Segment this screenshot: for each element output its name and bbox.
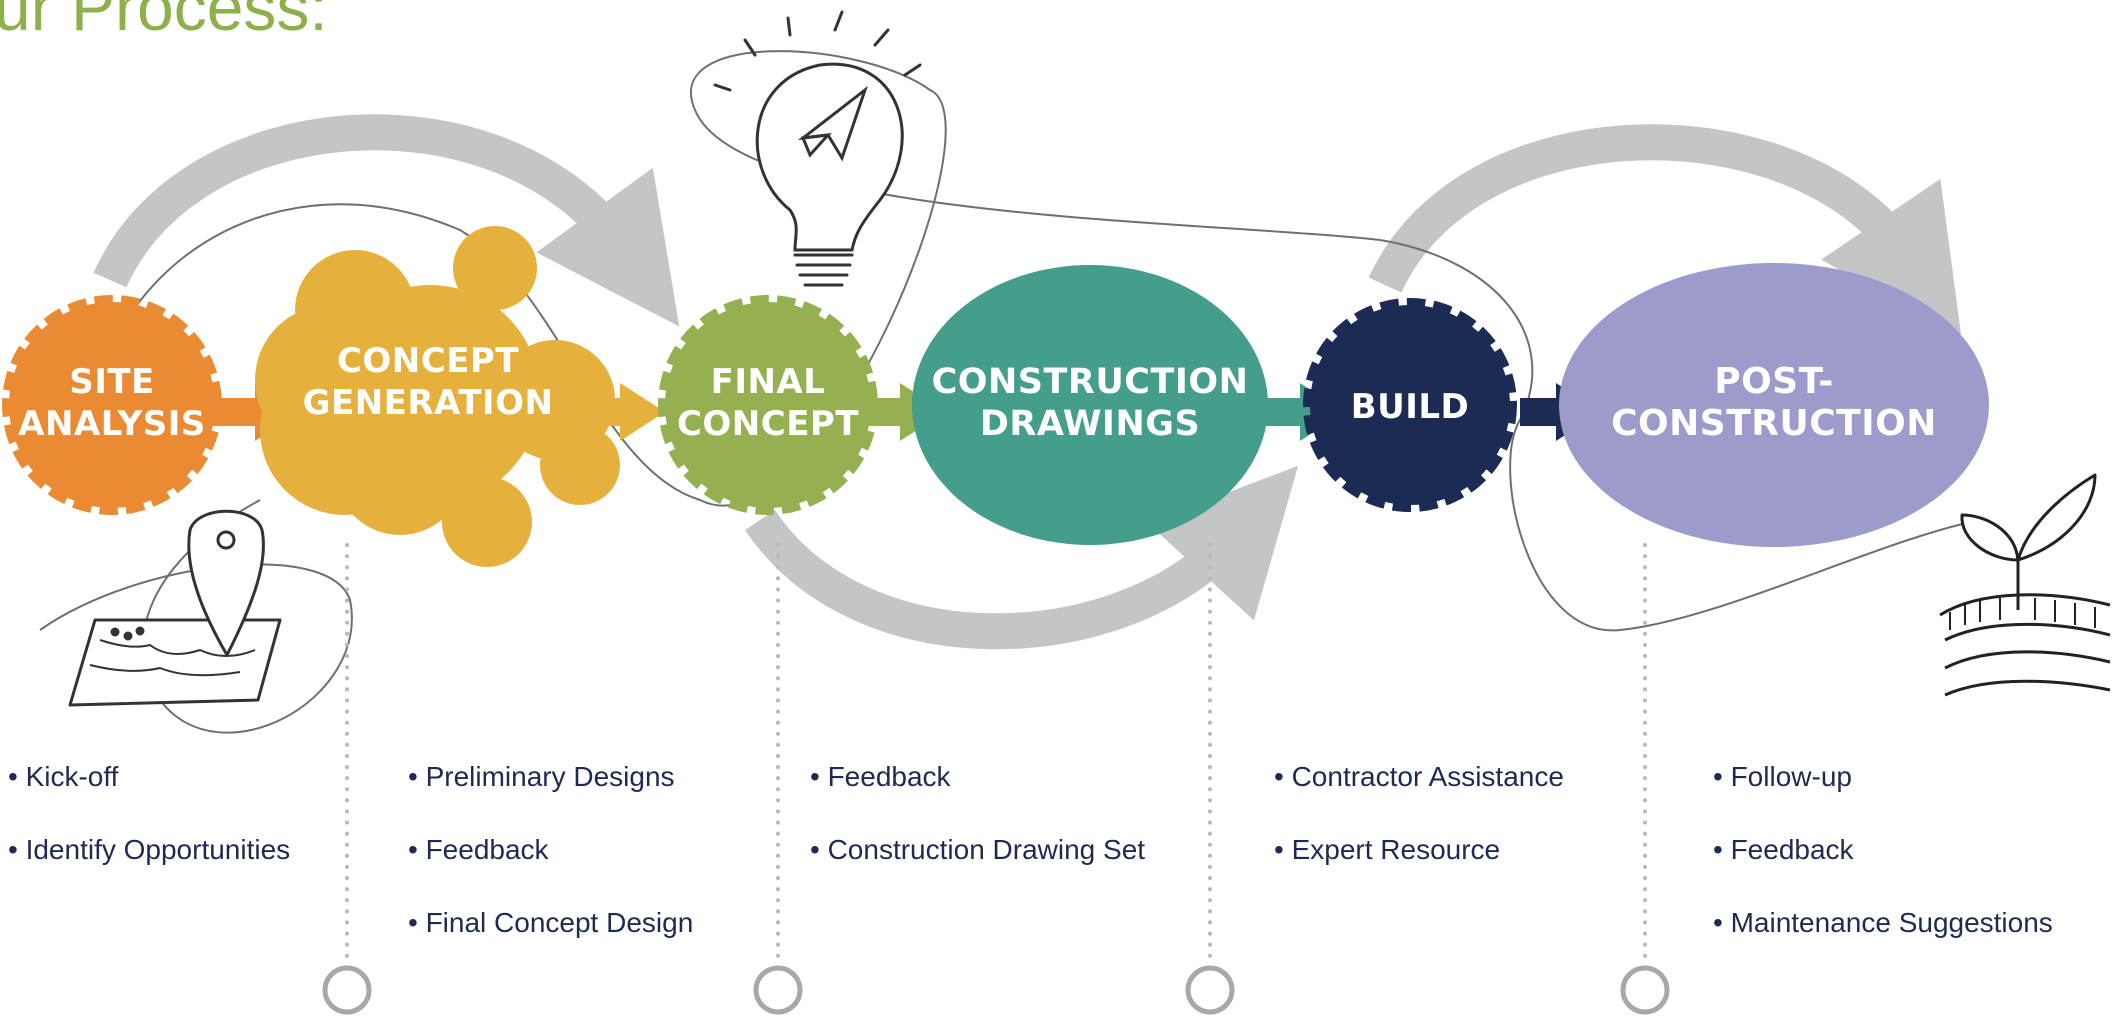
leader-end-circle — [1185, 965, 1235, 1015]
flow-arrow-site-to-final — [93, 114, 680, 327]
stage-label-line2: ANALYSIS — [18, 404, 206, 444]
bullet-item: • Feedback — [810, 761, 952, 792]
bullet-item: • Maintenance Suggestions — [1713, 907, 2053, 938]
connector-arrow-2 — [580, 383, 665, 441]
leader-end-circles — [322, 965, 1670, 1015]
leader-end-circle — [753, 965, 803, 1015]
bullets-site-analysis: • Kick-off • Identify Opportunities — [8, 761, 290, 865]
stage-label-line1: POST- — [1714, 361, 1834, 402]
bullets-concept-generation: • Preliminary Designs • Feedback • Final… — [408, 761, 693, 938]
bullets-final-concept: • Feedback • Construction Drawing Set — [810, 761, 1145, 865]
bullet-item: • Contractor Assistance — [1274, 761, 1564, 792]
bullet-item: • Feedback — [1713, 834, 1855, 865]
bullet-item: • Expert Resource — [1274, 834, 1500, 865]
bullet-item: • Construction Drawing Set — [810, 834, 1145, 865]
bullet-item: • Kick-off — [8, 761, 119, 792]
leader-end-circle — [1620, 965, 1670, 1015]
flow-arrows — [93, 114, 1962, 650]
stage-build: BUILD — [1303, 298, 1517, 512]
connector-arrow-3 — [858, 383, 945, 441]
stage-concept-generation: CONCEPT GENERATION — [255, 226, 620, 567]
stage-site-analysis: SITE ANALYSIS — [2, 295, 222, 515]
stage-label-line1: CONSTRUCTION — [932, 362, 1249, 402]
bullet-item: • Feedback — [408, 834, 550, 865]
stage-label-line2: DRAWINGS — [980, 404, 1200, 444]
stage-label-line1: SITE — [69, 362, 155, 402]
connector-arrow-4 — [1262, 383, 1345, 441]
stage-post-construction: POST- CONSTRUCTION — [1559, 263, 1989, 547]
stage-label-line1: BUILD — [1351, 387, 1470, 427]
stage-label-line2: CONSTRUCTION — [1611, 403, 1937, 444]
lightbulb-paper-plane-sketch-icon — [713, 10, 922, 287]
bullet-item: • Follow-up — [1713, 761, 1852, 792]
sprout-sketch-icon — [1939, 473, 2111, 697]
bullets-build: • Contractor Assistance • Expert Resourc… — [1274, 761, 1564, 865]
page-title: ur Process: — [0, 0, 328, 44]
bullets-post-construction: • Follow-up • Feedback • Maintenance Sug… — [1713, 761, 2053, 938]
stage-final-concept: FINAL CONCEPT — [658, 295, 878, 515]
stage-label-line1: FINAL — [711, 362, 826, 402]
bullet-item: • Final Concept Design — [408, 907, 693, 938]
flow-arrow-final-to-build — [745, 465, 1299, 650]
stage-label-line2: GENERATION — [303, 383, 554, 423]
map-pin-sketch-icon — [68, 509, 282, 707]
stage-label-line1: CONCEPT — [337, 341, 519, 381]
bullet-item: • Preliminary Designs — [408, 761, 675, 792]
flow-arrow-build-to-post — [1368, 124, 1962, 339]
stage-label-line2: CONCEPT — [677, 404, 859, 444]
stage-construction-drawings: CONSTRUCTION DRAWINGS — [912, 265, 1268, 545]
bullet-item: • Identify Opportunities — [8, 834, 290, 865]
leader-lines — [345, 543, 1647, 967]
leader-end-circle — [322, 965, 372, 1015]
